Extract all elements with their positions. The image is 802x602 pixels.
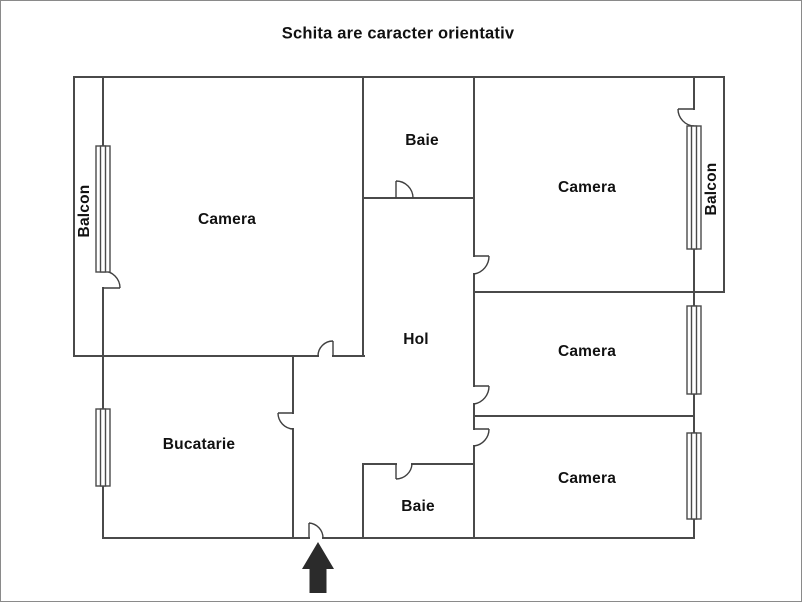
- plan-title: Schita are caracter orientativ: [281, 24, 515, 43]
- door-balcon-left: [102, 270, 121, 289]
- room-label-baie-top: Baie: [405, 132, 439, 149]
- door-camera-top-left: [317, 340, 334, 357]
- door-baie-bottom: [395, 463, 413, 480]
- window-balcon-left: [95, 145, 111, 273]
- door-baie-top: [395, 180, 414, 199]
- entrance-arrow-up-icon: [302, 542, 334, 593]
- room-label-camera-top-left: Camera: [197, 211, 257, 228]
- door-entrance: [308, 522, 324, 539]
- room-label-balcon-left: Balcon: [76, 184, 93, 238]
- window-camera-bottom-right: [686, 432, 702, 520]
- door-balcon-right: [677, 108, 695, 127]
- room-label-balcon-right: Balcon: [703, 162, 720, 216]
- walls: [73, 76, 725, 539]
- door-bucatarie: [277, 412, 294, 430]
- room-label-camera-middle-right: Camera: [557, 343, 617, 360]
- room-label-camera-bottom-right: Camera: [557, 470, 617, 487]
- door-camera-middle-right: [473, 385, 490, 405]
- window-camera-middle-right: [686, 305, 702, 395]
- window-symbols: [95, 125, 702, 520]
- room-label-camera-top-right: Camera: [557, 179, 617, 196]
- window-balcon-right: [686, 125, 702, 250]
- room-label-hol: Hol: [403, 331, 429, 348]
- window-bucatarie: [95, 408, 111, 487]
- door-camera-bottom-right: [473, 428, 490, 447]
- door-camera-top-right: [473, 255, 490, 275]
- room-label-baie-bottom: Baie: [401, 498, 435, 515]
- room-label-bucatarie: Bucatarie: [162, 436, 236, 453]
